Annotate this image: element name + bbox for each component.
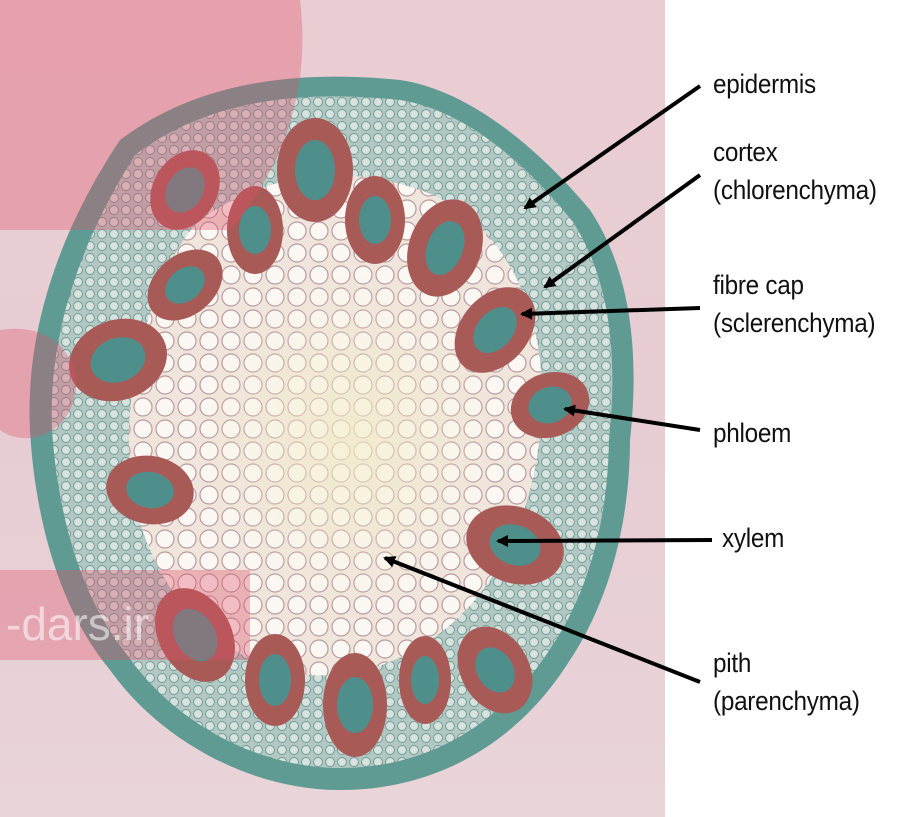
label-pith-text: pith: [713, 644, 860, 682]
label-pith-note: (parenchyma): [713, 682, 860, 720]
watermark-text: -dars.ir: [6, 598, 149, 650]
label-fibre-cap-note: (sclerenchyma): [713, 304, 875, 342]
label-cortex: cortex (chlorenchyma): [713, 133, 877, 209]
label-fibre-cap: fibre cap (sclerenchyma): [713, 266, 875, 342]
epidermis-arrow: [525, 86, 700, 208]
label-epidermis-text: epidermis: [713, 65, 816, 103]
xylem-arrow: [498, 540, 712, 541]
label-phloem: phloem: [713, 414, 791, 452]
label-fibre-cap-text: fibre cap: [713, 266, 875, 304]
label-pith: pith (parenchyma): [713, 644, 860, 720]
label-cortex-note: (chlorenchyma): [713, 171, 877, 209]
label-cortex-text: cortex: [713, 133, 877, 171]
label-xylem: xylem: [722, 519, 784, 557]
label-xylem-text: xylem: [722, 519, 784, 557]
label-epidermis: epidermis: [713, 65, 816, 103]
label-phloem-text: phloem: [713, 414, 791, 452]
